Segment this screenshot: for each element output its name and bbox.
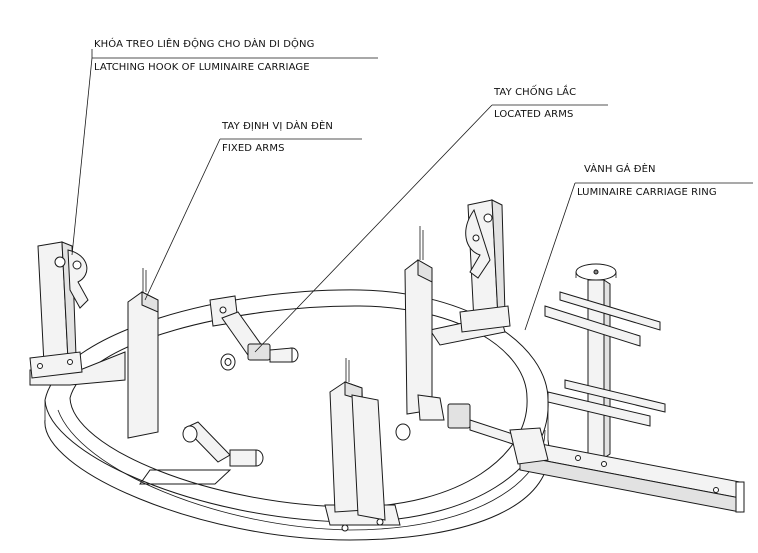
latching-hook-label-vi: KHÓA TREO LIÊN ĐỘNG CHO DÀN DI DỘNG xyxy=(94,37,314,50)
fixed-arms-label-vi: TAY ĐỊNH VỊ DÀN ĐÈN xyxy=(221,119,333,132)
leader-lines xyxy=(71,49,753,353)
latching-hook-label-en: LATCHING HOOK OF LUMINAIRE CARRIAGE xyxy=(94,62,310,73)
carriage-frame xyxy=(509,263,745,513)
located-arm-left xyxy=(139,421,264,485)
fixed-arm-left xyxy=(127,268,159,439)
located-arm-right xyxy=(395,394,526,449)
located-arms-label-vi: TAY CHỐNG LẮC xyxy=(493,84,576,98)
fixed-arm-front xyxy=(329,358,386,532)
located-arm-back xyxy=(220,311,299,371)
located-arms-label-en: LOCATED ARMS xyxy=(494,109,573,120)
callout-fixed-arms: TAY ĐỊNH VỊ DÀN ĐÈN FIXED ARMS xyxy=(221,119,333,154)
carriage-ring-label-en: LUMINAIRE CARRIAGE RING xyxy=(577,187,717,198)
callout-located-arms: TAY CHỐNG LẮC LOCATED ARMS xyxy=(493,84,576,120)
latching-hook-left xyxy=(29,241,89,379)
fixed-arms-label-en: FIXED ARMS xyxy=(222,143,285,154)
callout-latching-hook: KHÓA TREO LIÊN ĐỘNG CHO DÀN DI DỘNG LATC… xyxy=(94,37,314,73)
latching-hook-right xyxy=(459,199,511,333)
fixed-arm-center xyxy=(404,226,433,415)
callout-carriage-ring: VÀNH GÁ ĐÈN LUMINAIRE CARRIAGE RING xyxy=(577,162,717,198)
carriage-ring-label-vi: VÀNH GÁ ĐÈN xyxy=(584,162,656,175)
